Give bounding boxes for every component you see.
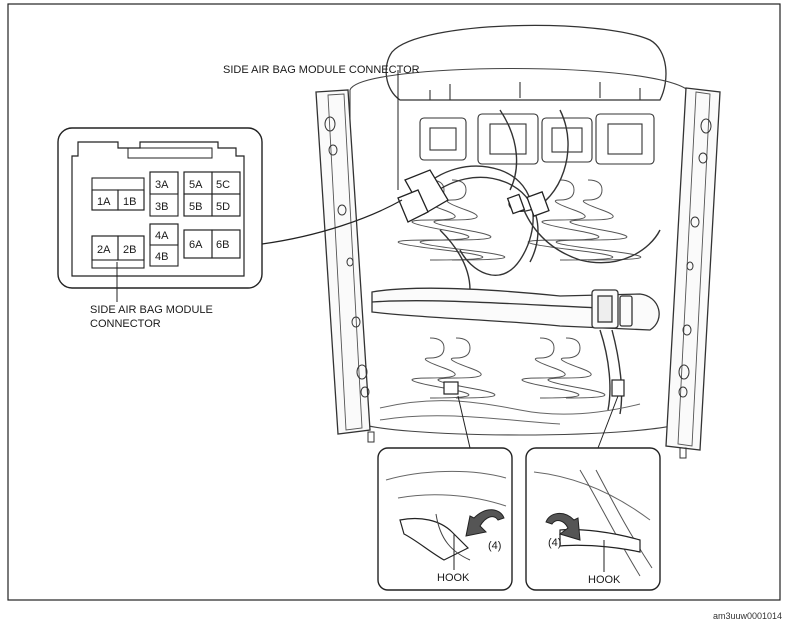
right-side-rail [665,87,721,459]
cell-2a: 2A [97,244,111,256]
lumbar-support-bar [371,287,660,331]
connector-inset: 1A 1B 3A 3B 5A 5C 5B 5D 2A 2B 4A 4B 6A 6… [57,127,263,289]
cell-6b: 6B [216,239,229,251]
cell-4a: 4A [155,230,169,242]
cell-6a: 6A [189,239,203,251]
cell-3a: 3A [155,179,169,191]
seat-side-connector [397,169,550,223]
connector-inset-label-line1: SIDE AIR BAG MODULE [90,304,213,316]
hook-label-left: HOOK [437,572,470,584]
inset-callout-leader [261,199,403,245]
rotate-arrow-left [465,509,505,537]
left-side-rail [315,89,375,443]
cell-5d: 5D [216,201,230,213]
serpentine-springs [397,179,641,399]
rotate-arrow-right [545,513,581,541]
diagram-frame [7,3,781,601]
hook-marker-right [611,379,625,397]
cell-4b: 4B [155,251,168,263]
cell-2b: 2B [123,244,136,256]
hook-label-right: HOOK [588,574,621,586]
hook-detail-left [377,395,513,591]
cell-3b: 3B [155,201,168,213]
count-label-right: (4) [548,537,562,549]
cell-5a: 5A [189,179,203,191]
count-label-left: (4) [488,540,502,552]
reference-code: am3uuw0001014 [712,611,782,621]
cell-5c: 5C [216,179,230,191]
upper-brackets [419,82,655,165]
cell-1a: 1A [97,196,111,208]
cell-5b: 5B [189,201,202,213]
hook-marker-left [443,381,459,395]
cell-1b: 1B [123,196,136,208]
connector-inset-label-line2: CONNECTOR [90,318,161,330]
connector-top-label: SIDE AIR BAG MODULE CONNECTOR [223,64,420,76]
seat-headrest-outline [385,24,667,101]
lower-cushion-lines [379,400,641,425]
wire-harness [419,109,661,415]
hook-detail-right [525,395,661,591]
